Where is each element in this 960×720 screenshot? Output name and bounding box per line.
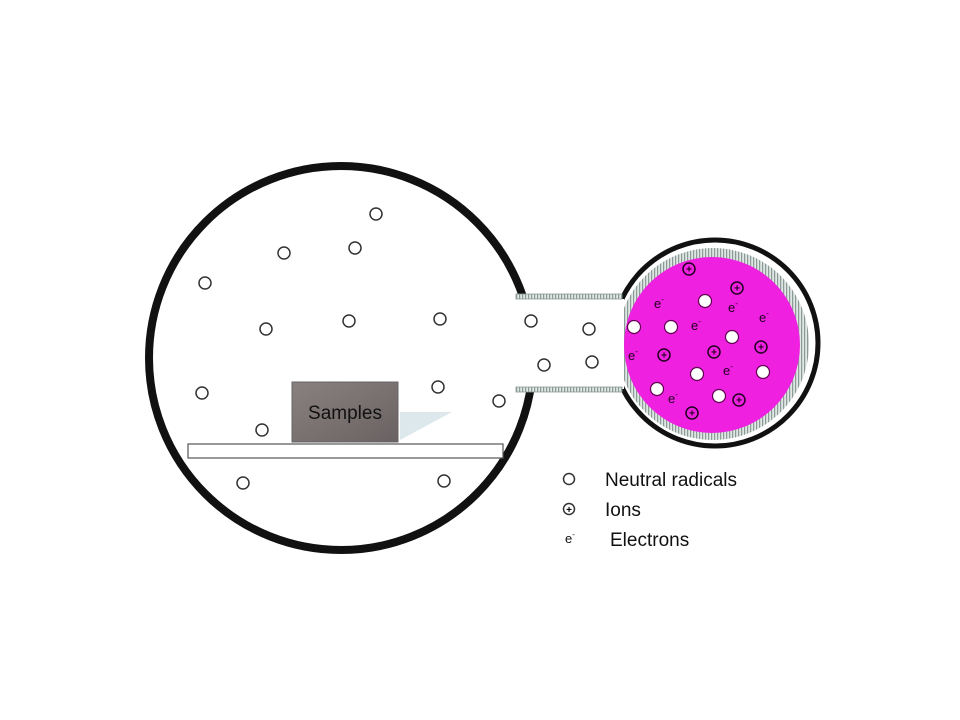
legend: Neutral radicals + Ions e- Electrons — [562, 470, 737, 551]
ion — [707, 345, 721, 359]
ion-symbol: + — [734, 284, 740, 295]
sample-shadow — [400, 412, 452, 440]
ion-symbol: + — [566, 505, 572, 516]
ion — [657, 348, 671, 362]
neutral-radical — [697, 293, 713, 309]
neutral-radical — [524, 314, 538, 328]
neutral-radical — [195, 386, 209, 400]
sample-platform — [187, 443, 504, 459]
sample-block — [291, 381, 399, 443]
ion-icon — [562, 502, 576, 516]
neutral-radical — [348, 241, 362, 255]
neutral-radical — [369, 207, 383, 221]
plasma-source — [609, 237, 821, 449]
neutral-radical — [711, 388, 727, 404]
ion-symbol: + — [686, 265, 692, 276]
neutral-radical — [582, 322, 596, 336]
neutral-radical — [663, 319, 679, 335]
neutral-radical — [277, 246, 291, 260]
legend-neutral: Neutral radicals — [605, 470, 737, 491]
legend-ions: Ions — [605, 500, 641, 521]
neutral-radical — [431, 380, 445, 394]
neutral-radical — [437, 474, 451, 488]
neutral-radical — [492, 394, 506, 408]
reaction-chamber — [145, 162, 537, 554]
neutral-radical — [649, 381, 665, 397]
neutral-radical-icon — [562, 472, 576, 486]
legend-electrons: Electrons — [610, 530, 689, 551]
neutral-radical — [259, 322, 273, 336]
electron: e- — [723, 362, 733, 378]
electron: e- — [628, 347, 638, 363]
electron-icon: e- — [565, 530, 575, 546]
neutral-radical — [537, 358, 551, 372]
neutral-radical — [626, 319, 642, 335]
neutral-radical — [585, 355, 599, 369]
ion-symbol: + — [736, 396, 742, 407]
connection-tube — [515, 293, 624, 393]
ion-symbol: + — [661, 351, 667, 362]
neutral-radical — [433, 312, 447, 326]
ion — [732, 393, 746, 407]
neutral-radical — [255, 423, 269, 437]
ion-symbol: + — [711, 348, 717, 359]
neutral-radical — [342, 314, 356, 328]
ion-symbol: + — [758, 343, 764, 354]
electron: e- — [728, 299, 738, 315]
neutral-radical — [689, 366, 705, 382]
ion — [685, 406, 699, 420]
plasma-region — [624, 257, 800, 433]
ion — [754, 340, 768, 354]
neutral-radical — [236, 476, 250, 490]
neutral-radical — [724, 329, 740, 345]
ion-symbol: + — [689, 409, 695, 420]
electron: e- — [668, 390, 678, 406]
sample-label: Samples — [308, 403, 382, 424]
electron: e- — [691, 317, 701, 333]
neutral-radical — [755, 364, 771, 380]
ion — [730, 281, 744, 295]
electron: e- — [759, 309, 769, 325]
neutral-radical — [198, 276, 212, 290]
electron: e- — [654, 295, 664, 311]
ion — [682, 262, 696, 276]
